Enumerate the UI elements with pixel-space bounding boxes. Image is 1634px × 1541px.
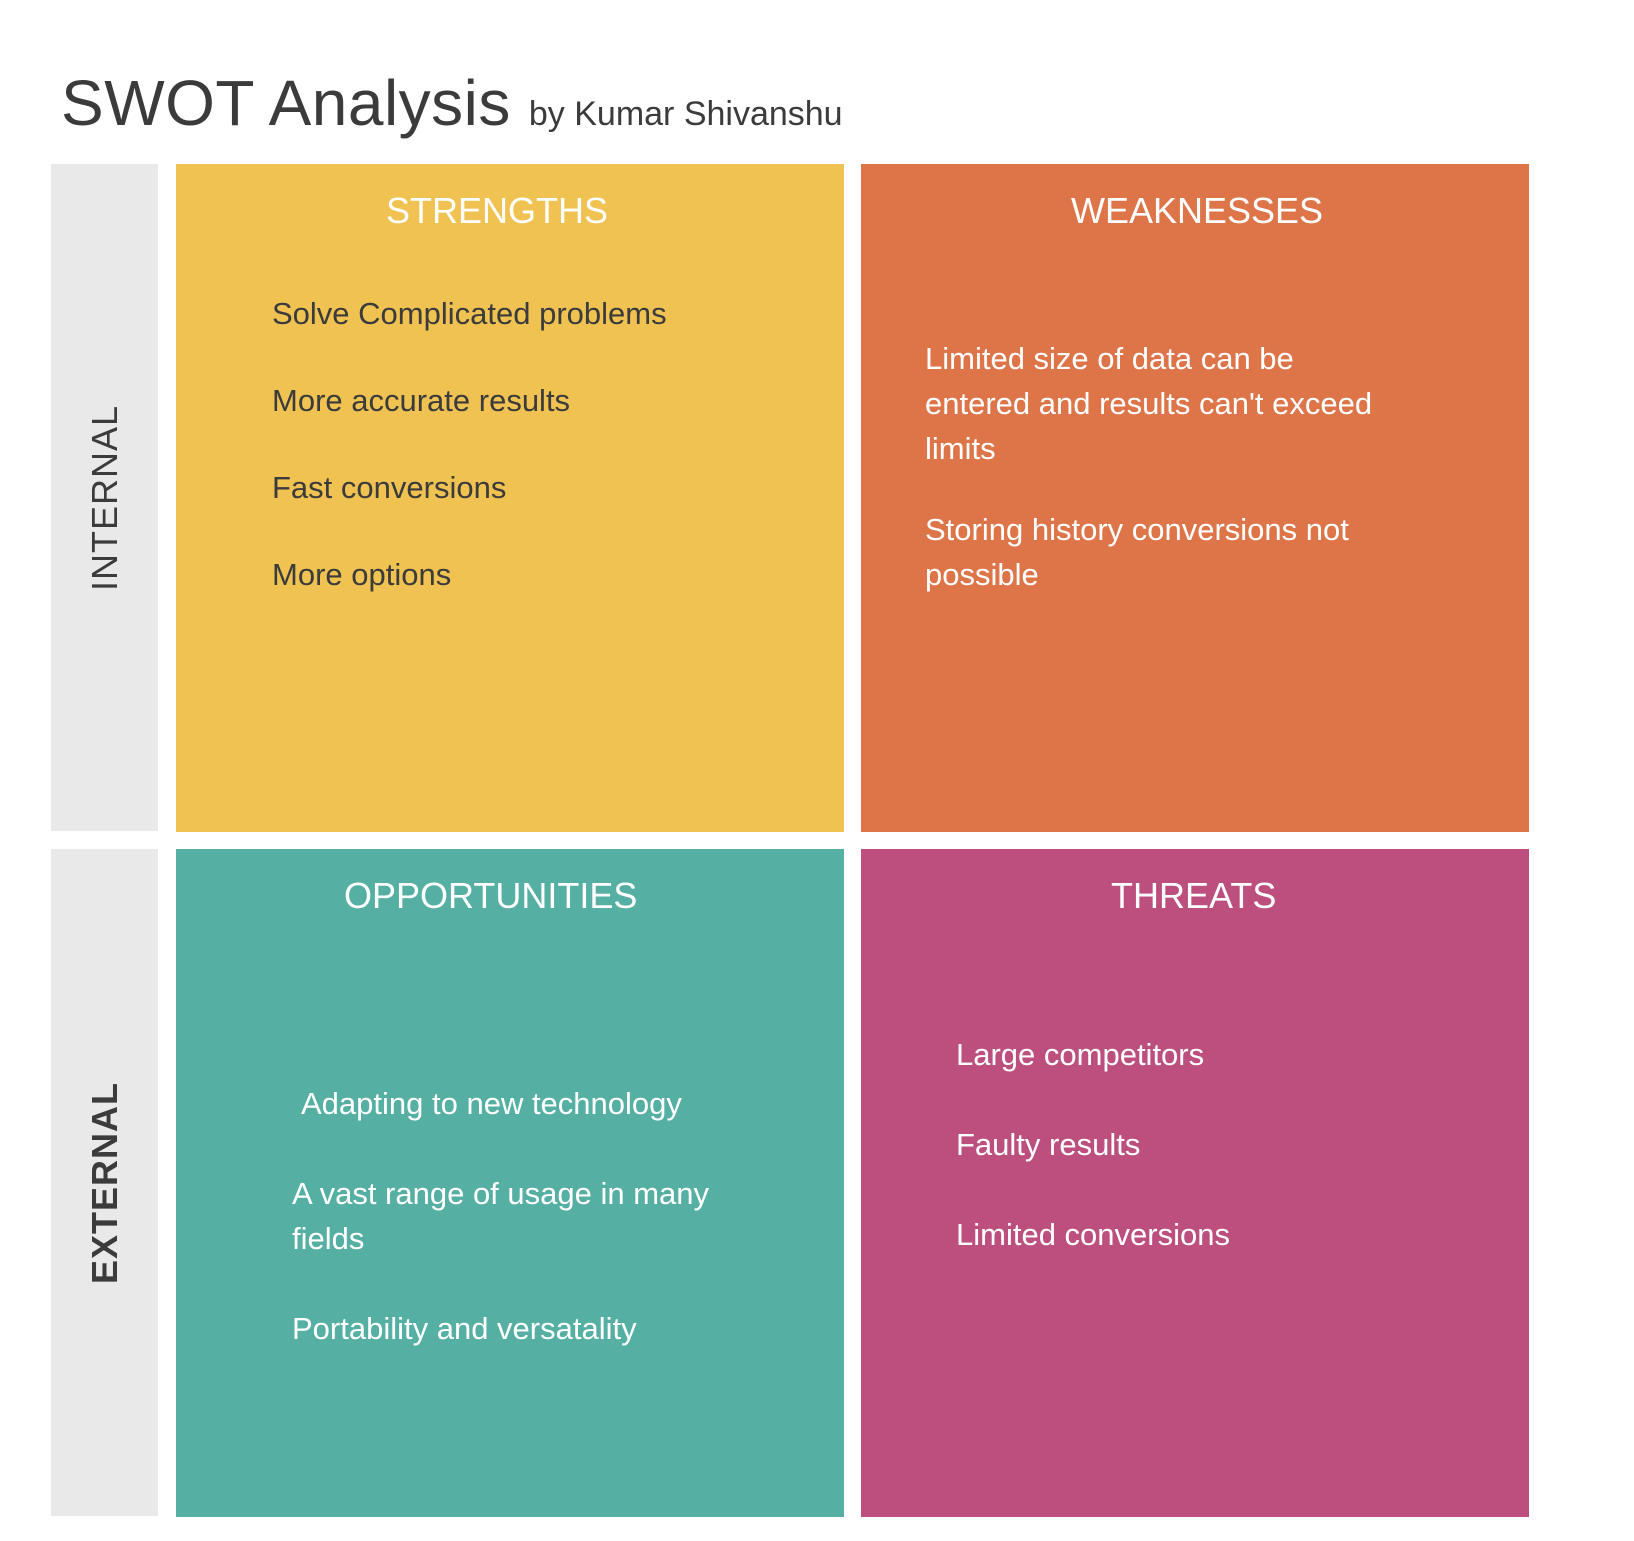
- external-band: EXTERNAL: [51, 849, 158, 1516]
- opportunities-item: Adapting to new technology: [301, 1086, 682, 1121]
- threats-quadrant: THREATS Large competitors Faulty results…: [861, 849, 1529, 1517]
- strengths-item: Fast conversions: [272, 470, 507, 505]
- weaknesses-quadrant: WEAKNESSES Limited size of data can be e…: [861, 164, 1529, 832]
- threats-item: Faulty results: [956, 1127, 1141, 1162]
- opportunities-item: A vast range of usage in many fields: [292, 1176, 710, 1256]
- external-label: EXTERNAL: [83, 1081, 125, 1284]
- strengths-title: STRENGTHS: [386, 190, 609, 231]
- weaknesses-list: Limited size of data can be entered and …: [925, 336, 1405, 633]
- strengths-item: More accurate results: [272, 383, 571, 418]
- threats-list: Large competitors Faulty results Limited…: [956, 1032, 1436, 1302]
- opportunities-quadrant: OPPORTUNITIES Adapting to new technology…: [176, 849, 844, 1517]
- opportunities-title: OPPORTUNITIES: [344, 875, 638, 916]
- page-subtitle: by Kumar Shivanshu: [528, 95, 843, 133]
- threats-item: Limited conversions: [956, 1217, 1230, 1252]
- strengths-item: More options: [272, 557, 452, 592]
- weaknesses-item: Limited size of data can be entered and …: [925, 341, 1373, 466]
- strengths-quadrant: STRENGTHS Solve Complicated problems Mor…: [176, 164, 844, 832]
- weaknesses-title: WEAKNESSES: [1071, 190, 1324, 231]
- threats-title: THREATS: [1111, 875, 1277, 916]
- internal-band: INTERNAL: [51, 164, 158, 831]
- internal-label: INTERNAL: [83, 404, 125, 591]
- strengths-list: Solve Complicated problems More accurate…: [272, 294, 792, 642]
- page-title-row: SWOT Analysis by Kumar Shivanshu: [61, 66, 843, 140]
- weaknesses-item: Storing history conversions not possible: [925, 512, 1349, 592]
- opportunities-list: Adapting to new technology A vast range …: [292, 1081, 732, 1396]
- opportunities-item: Portability and versatality: [292, 1311, 637, 1346]
- strengths-item: Solve Complicated problems: [272, 296, 667, 331]
- threats-item: Large competitors: [956, 1037, 1205, 1072]
- page-title: SWOT Analysis: [61, 67, 511, 139]
